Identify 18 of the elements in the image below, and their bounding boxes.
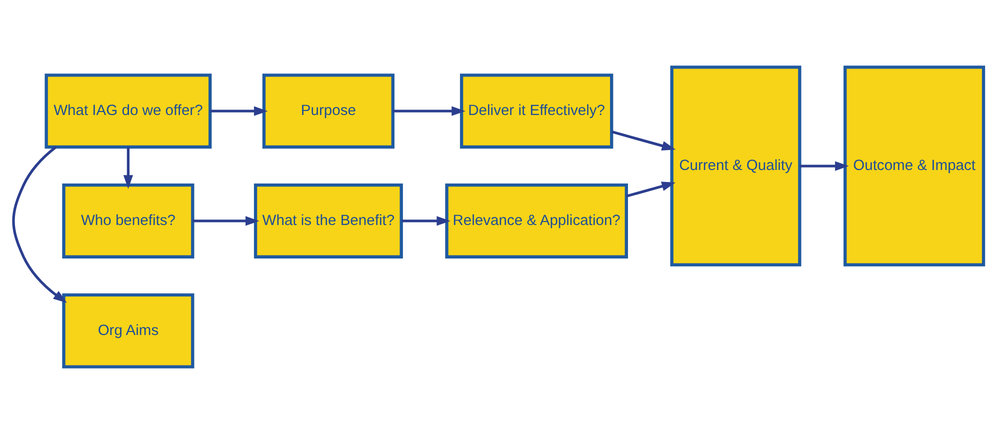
node-box: Purpose	[262, 73, 394, 148]
node-box: Current & Quality	[670, 65, 801, 266]
node-box: Deliver it Effectively?	[459, 73, 613, 148]
node-box: Relevance & Application?	[444, 182, 628, 258]
arrow	[210, 106, 268, 116]
arrow	[12, 146, 66, 302]
node-box: Org Aims	[62, 292, 194, 368]
arrow	[611, 130, 676, 150]
arrow	[800, 160, 848, 170]
arrow	[401, 216, 450, 226]
node-box: What is the Benefit?	[253, 182, 402, 258]
node-box: Outcome & Impact	[843, 65, 985, 266]
arrow	[192, 216, 259, 226]
arrow	[392, 106, 465, 116]
arrow	[122, 146, 133, 188]
arrow	[626, 181, 676, 197]
node-box: Who benefits?	[62, 182, 194, 258]
node-box: What IAG do we offer?	[44, 73, 212, 148]
